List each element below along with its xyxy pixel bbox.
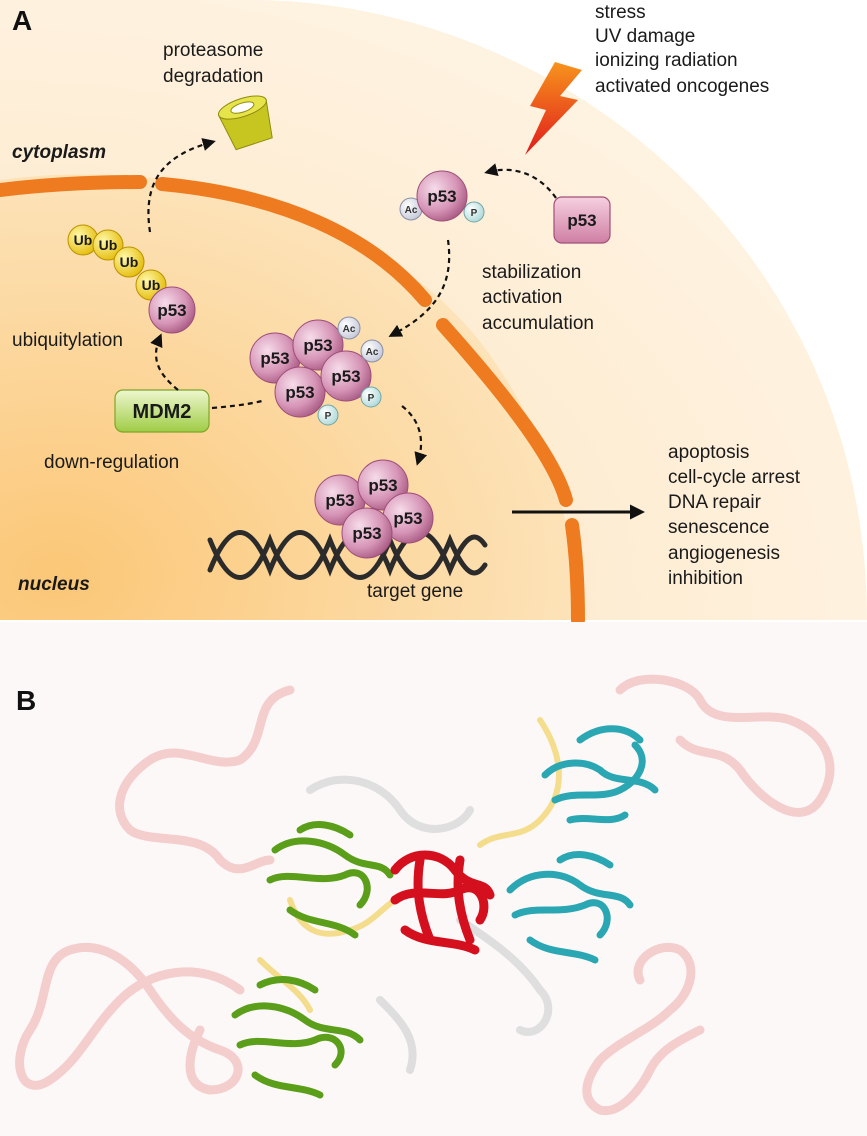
- grey-regions: [306, 775, 553, 1074]
- svg-text:apoptosis: apoptosis: [668, 442, 749, 463]
- ub-chain: Ub Ub Ub Ub: [67, 224, 167, 301]
- arrow-mdm2-to-ub: [150, 333, 179, 391]
- p53-tetramer-bound: p53 p53 p53 p53: [314, 459, 434, 559]
- ub-label: Ub: [99, 237, 118, 253]
- lightning-icon: [525, 62, 582, 155]
- svg-text:activation: activation: [482, 287, 562, 308]
- p53-tetramer-activated: p53 p53 p53 p53 Ac Ac P P: [249, 316, 384, 426]
- svg-text:p53: p53: [325, 491, 354, 510]
- ub-label: Ub: [74, 232, 93, 248]
- svg-text:inhibition: inhibition: [668, 568, 743, 589]
- svg-text:P: P: [325, 411, 332, 422]
- cyan-domain-bottom: [506, 851, 634, 964]
- svg-text:senescence: senescence: [668, 517, 769, 538]
- svg-text:P: P: [368, 393, 375, 404]
- stress-signals: stress UV damage ionizing radiation acti…: [595, 2, 769, 97]
- svg-text:p53: p53: [260, 349, 289, 368]
- panel-b-label: B: [16, 685, 36, 716]
- svg-text:accumulation: accumulation: [482, 313, 594, 334]
- proteasome-label: proteasome degradation: [163, 40, 263, 87]
- svg-text:angiogenesis: angiogenesis: [668, 543, 780, 564]
- panel-a: A cytoplasm nucleus stress UV damage ion…: [0, 0, 867, 627]
- svg-text:p53: p53: [368, 476, 397, 495]
- cyan-domain-top: [541, 725, 659, 824]
- svg-text:p53: p53: [352, 524, 381, 543]
- svg-text:p53: p53: [331, 367, 360, 386]
- arrow-to-stabilized: [484, 163, 557, 199]
- svg-text:p53: p53: [285, 383, 314, 402]
- stress-line: UV damage: [595, 26, 695, 47]
- nucleus-label: nucleus: [18, 574, 90, 595]
- ub-label: Ub: [142, 277, 161, 293]
- svg-text:degradation: degradation: [163, 66, 263, 87]
- ubiquitylation-label: ubiquitylation: [12, 330, 123, 351]
- svg-text:cell-cycle arrest: cell-cycle arrest: [668, 467, 801, 488]
- panel-b: B: [0, 622, 867, 1136]
- svg-text:Ac: Ac: [343, 324, 356, 335]
- ub-label: Ub: [120, 254, 139, 270]
- mdm2-name: MDM2: [133, 401, 192, 423]
- svg-text:p53: p53: [303, 336, 332, 355]
- stress-line: stress: [595, 2, 646, 23]
- svg-text:Ac: Ac: [405, 205, 418, 216]
- stress-line: activated oncogenes: [595, 76, 769, 97]
- cytoplasm-label: cytoplasm: [12, 142, 106, 163]
- green-domain-top: [266, 821, 394, 939]
- mdm2-box: MDM2: [114, 389, 210, 433]
- green-domain-bottom: [231, 976, 364, 1099]
- svg-text:p53: p53: [393, 509, 422, 528]
- svg-text:Ac: Ac: [366, 347, 379, 358]
- target-gene-label: target gene: [367, 581, 463, 602]
- svg-text:p53: p53: [427, 187, 456, 206]
- svg-text:DNA repair: DNA repair: [668, 492, 762, 513]
- p53-inactive-box: p53: [553, 196, 611, 244]
- stress-line: ionizing radiation: [595, 50, 738, 71]
- svg-text:p53: p53: [157, 301, 186, 320]
- mdm2-to-tetramer-line: [211, 399, 263, 410]
- svg-text:P: P: [471, 208, 478, 219]
- disordered-regions: [15, 674, 835, 1116]
- proteasome-icon: [217, 95, 273, 151]
- arrow-to-dna: [401, 405, 428, 466]
- down-regulation-label: down-regulation: [44, 452, 179, 473]
- p53-stabilized: Ac P p53: [399, 170, 485, 223]
- svg-text:stabilization: stabilization: [482, 262, 581, 283]
- outcomes-list: apoptosis cell-cycle arrest DNA repair s…: [668, 442, 801, 589]
- svg-text:proteasome: proteasome: [163, 40, 263, 61]
- svg-text:p53: p53: [567, 211, 596, 230]
- stabilization-label: stabilization activation accumulation: [482, 262, 594, 334]
- red-tetramer-domain: [390, 850, 495, 955]
- nuclear-membrane: [0, 175, 585, 627]
- panel-a-label: A: [12, 5, 32, 36]
- p53-ubiquitylated: p53: [148, 286, 196, 334]
